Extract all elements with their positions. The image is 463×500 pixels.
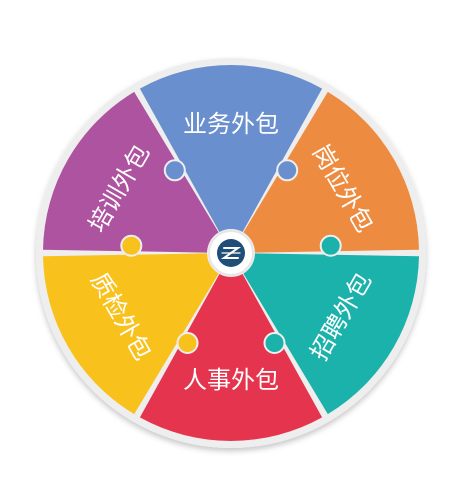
segment-recruitment-shape (243, 253, 419, 415)
puzzle-tab-5 (163, 159, 186, 182)
segment-quality-shape (43, 253, 219, 415)
puzzle-tab-4 (120, 234, 143, 257)
segment-position-shape (243, 91, 419, 253)
segment-recruitment: 招聘外包 (243, 253, 419, 415)
segment-business-label: 业务外包 (183, 110, 279, 138)
segment-quality: 质检外包 (43, 253, 219, 415)
segment-business-shape (139, 65, 323, 232)
segment-hr: 人事外包 (139, 274, 323, 441)
puzzle-tab-0 (276, 159, 299, 182)
company-logo-icon (220, 247, 242, 259)
segment-hr-shape (139, 274, 323, 441)
center-hub (208, 230, 254, 276)
segment-training-shape (43, 91, 219, 253)
puzzle-tab-1 (319, 234, 342, 257)
segment-business: 业务外包 (139, 65, 323, 232)
segment-training: 培训外包 (43, 91, 219, 253)
puzzle-tab-3 (176, 332, 199, 354)
puzzle-tab-2 (263, 332, 286, 354)
segment-hr-label: 人事外包 (183, 366, 279, 394)
segment-position: 岗位外包 (243, 91, 419, 253)
